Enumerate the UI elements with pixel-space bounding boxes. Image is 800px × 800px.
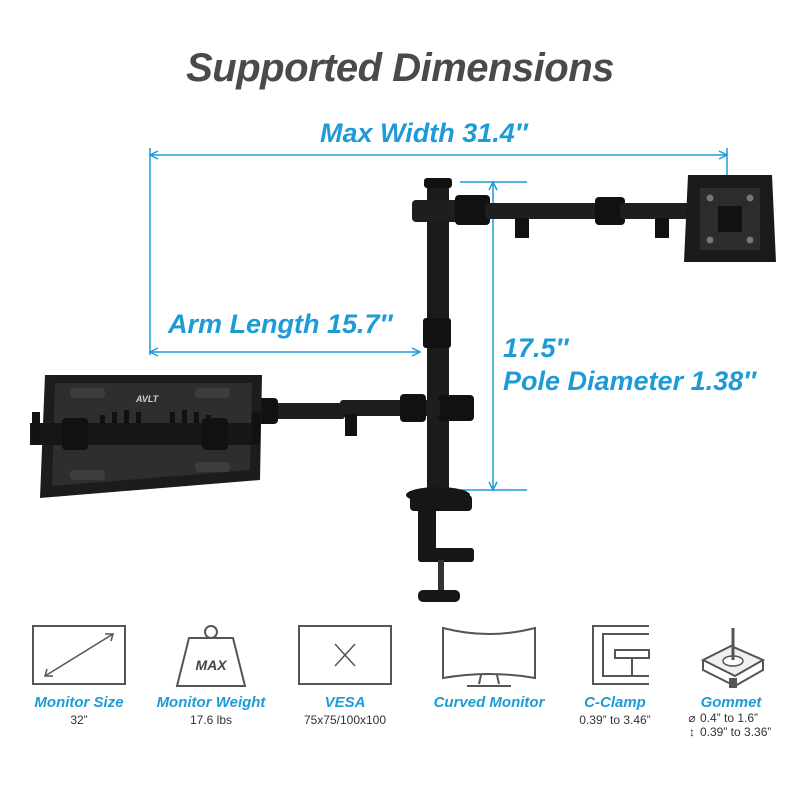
feature-monitor-weight: MAX Monitor Weight 17.6 lbs (146, 620, 276, 727)
feature-label: Gommet (700, 694, 762, 711)
max-width-label: Max Width 31.4″ (320, 118, 528, 148)
feature-grommet: Gommet ⌀0.4” to 1.6” ↕0.39” to 3.36” (666, 620, 796, 739)
feature-label: Curved Monitor (433, 694, 545, 711)
arm-length-dimension-line (148, 347, 422, 357)
brand-logo: AVLT (135, 394, 160, 404)
c-clamp-icon (592, 625, 650, 685)
feature-vesa: VESA 75x75/100x100 (280, 620, 410, 727)
grommet-icon (700, 628, 766, 688)
thickness-icon: ↕ (689, 725, 695, 739)
laptop-tray: AVLT (30, 375, 262, 498)
vesa-plate (684, 175, 776, 262)
desk-clamp (406, 487, 474, 602)
arm-length-label: Arm Length 15.7″ (168, 309, 393, 339)
pole-length-label: 17.5″ (503, 333, 569, 363)
diameter-icon: ⌀ (688, 711, 696, 725)
feature-value: 32” (70, 713, 88, 727)
weight-icon: MAX (175, 625, 247, 687)
feature-value: 75x75/100x100 (303, 713, 387, 727)
pole-length-dimension-line (460, 180, 527, 492)
monitor-arm-illustration: AVLT (30, 148, 776, 602)
feature-label: Monitor Weight (156, 694, 266, 711)
grommet-thickness-range: ↕0.39” to 3.36” (666, 725, 796, 739)
grommet-diameter-range: ⌀0.4” to 1.6” (666, 711, 796, 725)
feature-value: 17.6 lbs (189, 713, 233, 727)
feature-curved-monitor: Curved Monitor (424, 620, 554, 711)
feature-value: 0.39” to 3.46” (579, 713, 651, 727)
monitor-size-icon (32, 625, 126, 685)
pole-diameter-label: Pole Diameter 1.38″ (503, 366, 757, 396)
pole (423, 178, 452, 498)
vesa-icon (298, 625, 392, 685)
feature-monitor-size: Monitor Size 32” (14, 620, 144, 727)
upper-arm (412, 195, 690, 238)
max-width-dimension-line (148, 148, 729, 355)
feature-label: VESA (324, 694, 366, 711)
feature-label: Monitor Size (34, 694, 124, 711)
curved-monitor-icon (442, 626, 536, 687)
feature-c-clamp: C-Clamp 0.39” to 3.46” (550, 620, 680, 727)
weight-max-text: MAX (195, 657, 228, 673)
feature-label: C-Clamp (584, 694, 646, 711)
lower-arm (250, 394, 474, 436)
page-title: Supported Dimensions (186, 46, 614, 90)
